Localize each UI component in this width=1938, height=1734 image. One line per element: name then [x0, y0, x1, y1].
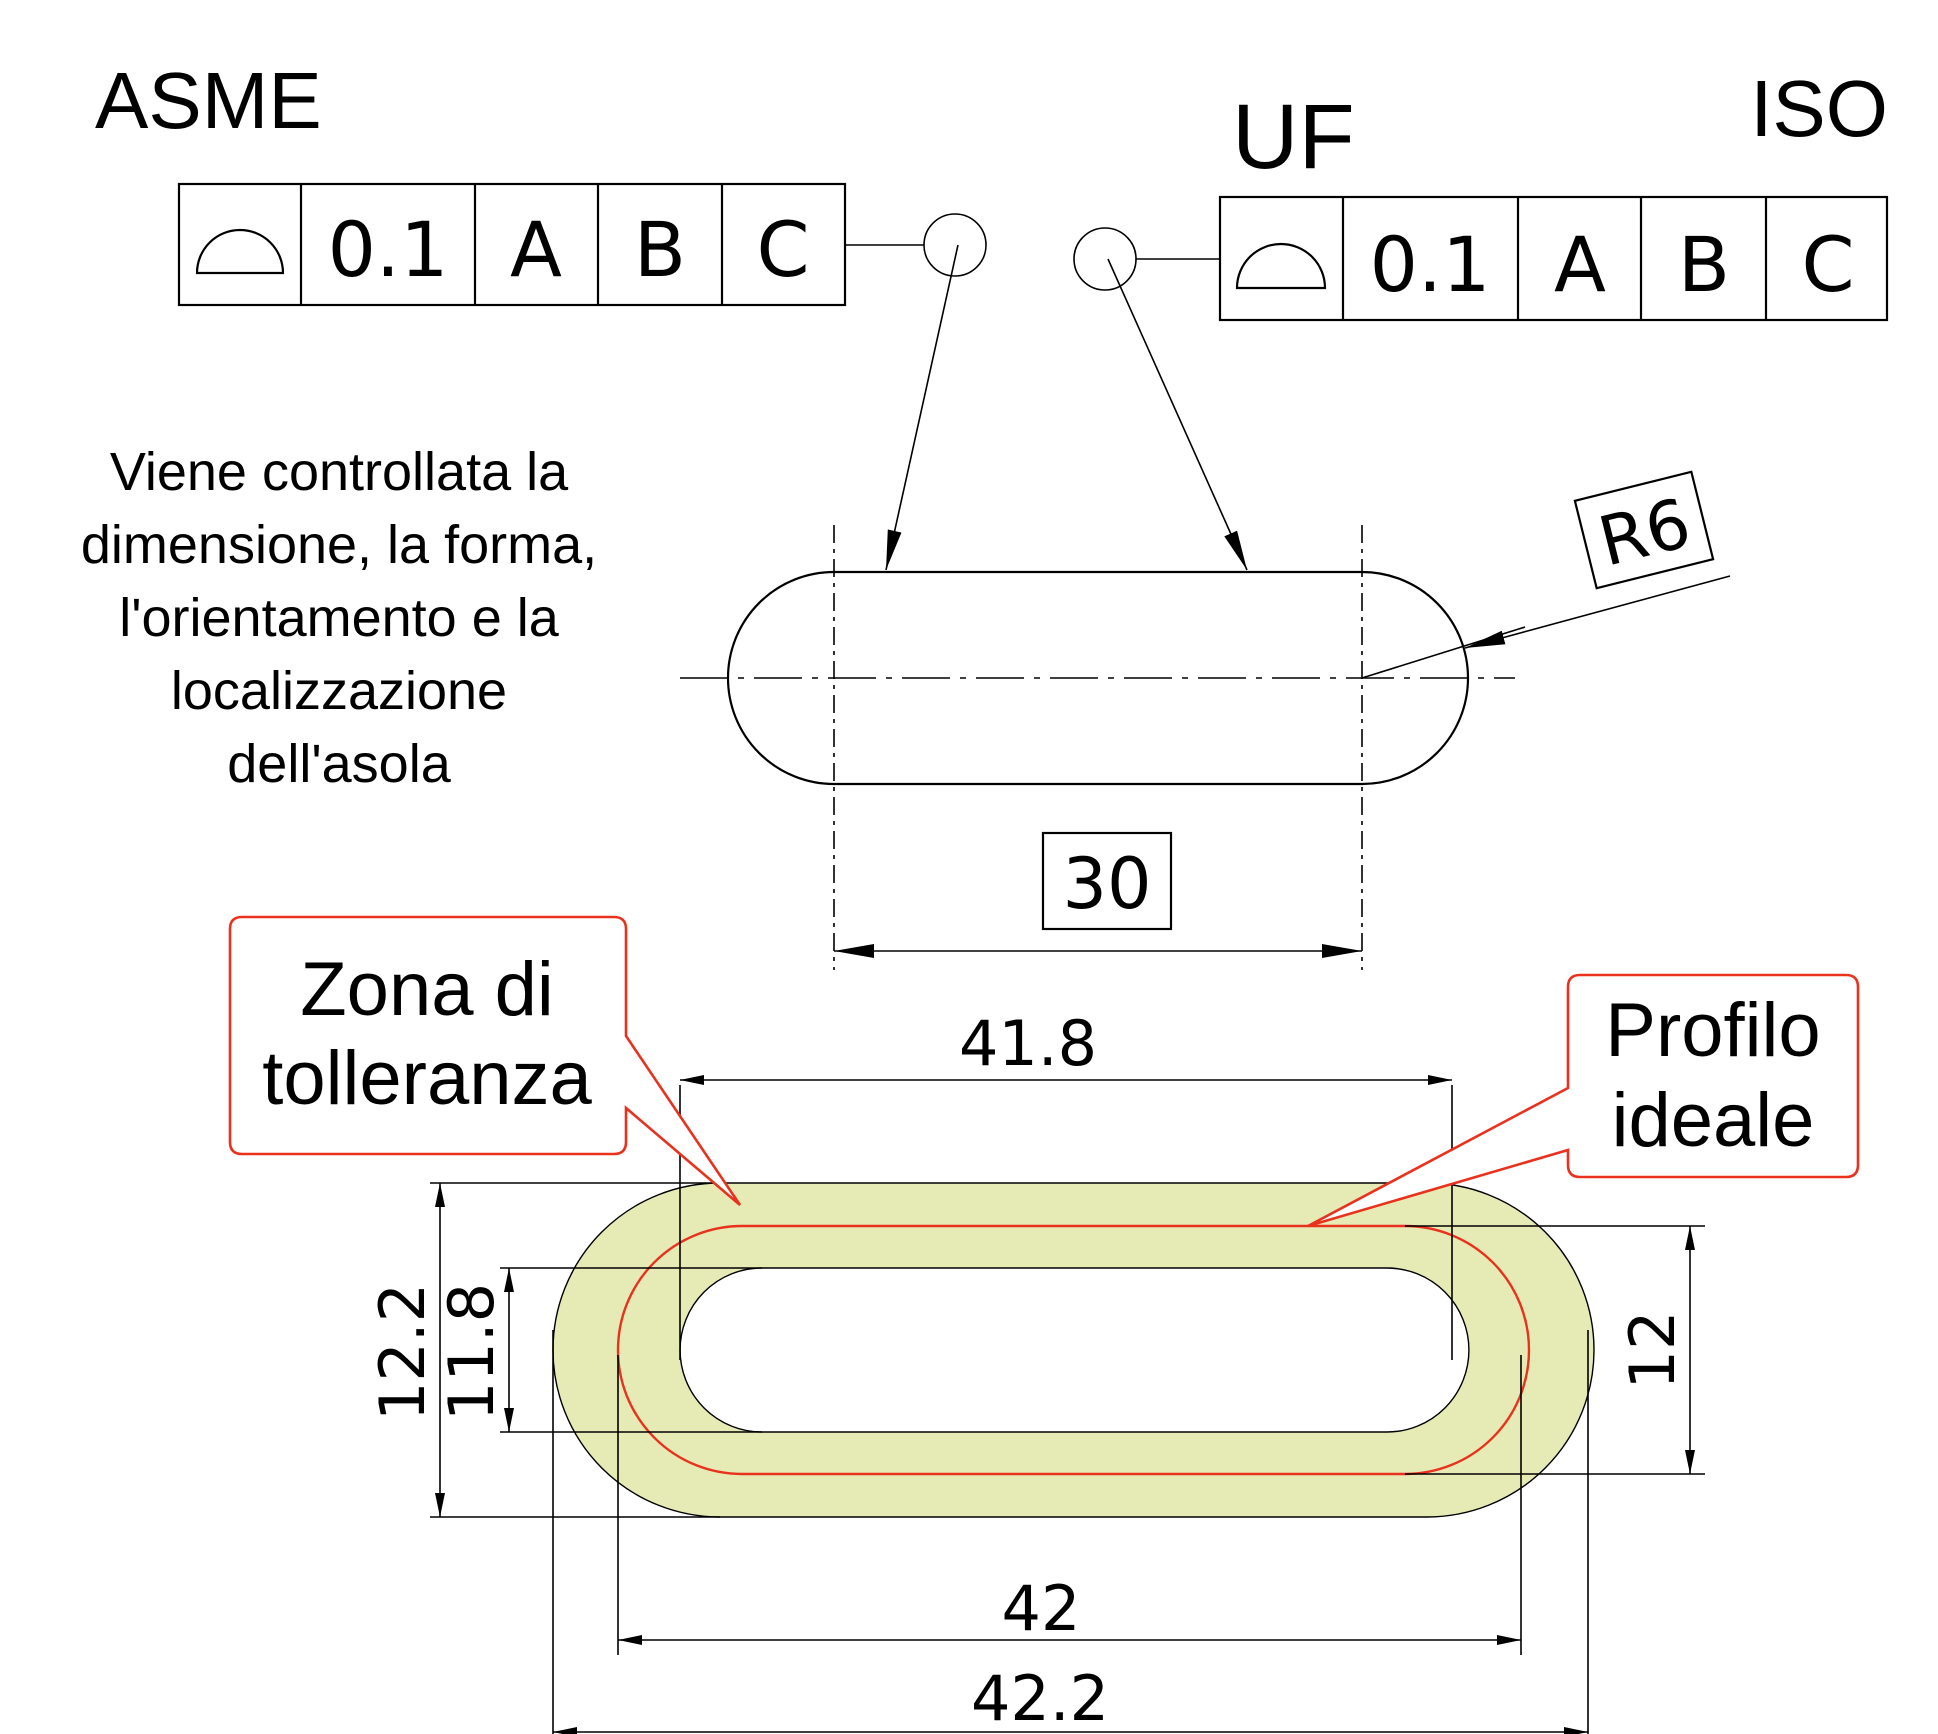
tolerance-zone [552, 1182, 1595, 1518]
asme-label: ASME [95, 56, 322, 145]
basic-30-box [1041, 831, 1173, 931]
svg-text:dimensione, la forma,: dimensione, la forma, [81, 515, 597, 575]
svg-text:Zona di: Zona di [300, 947, 554, 1032]
slot-drawing: 30 R6 [680, 470, 1731, 970]
fcf-iso-datum-c: C [1801, 220, 1854, 309]
uf-label: UF [1232, 86, 1355, 188]
profile-of-surface-icon [195, 228, 285, 275]
svg-text:localizzazione: localizzazione [171, 661, 507, 721]
fcf-iso: 0.1 A B C [1218, 195, 1889, 322]
fcf-iso-datum-a: A [1554, 220, 1606, 309]
description-text: Viene controllata la dimensione, la form… [81, 442, 597, 794]
profile-of-surface-icon [1235, 242, 1327, 290]
dim-12-2-label: 12.2 [366, 1283, 439, 1421]
svg-text:ideale: ideale [1612, 1078, 1815, 1163]
dim-42-2-label: 42.2 [971, 1662, 1109, 1734]
fcf-asme-tolerance: 0.1 [328, 205, 449, 294]
dim-41-8-label: 41.8 [959, 1007, 1097, 1080]
asme-leader-arrow [885, 244, 959, 571]
svg-text:tolleranza: tolleranza [262, 1036, 592, 1121]
dim-12-label: 12 [1616, 1311, 1689, 1390]
svg-text:dell'asola: dell'asola [227, 734, 451, 794]
fcf-asme-datum-a: A [510, 205, 562, 294]
svg-text:Profilo: Profilo [1605, 988, 1820, 1073]
dim-42-label: 42 [1002, 1572, 1081, 1645]
fcf-iso-datum-b: B [1678, 220, 1730, 309]
asme-leader-bubble [923, 213, 987, 277]
iso-leader-bubble [1073, 227, 1137, 291]
r6-leader [1464, 575, 1731, 649]
fcf-asme-frame [177, 182, 847, 307]
fcf-asme-datum-c: C [756, 205, 809, 294]
fcf-iso-tolerance: 0.1 [1370, 220, 1491, 309]
fcf-asme: 0.1 A B C [177, 182, 847, 307]
svg-text:l'orientamento e la: l'orientamento e la [119, 588, 560, 648]
fcf-asme-datum-b: B [634, 205, 686, 294]
slot-outline [726, 570, 1470, 786]
dim-11-8-label: 11.8 [435, 1283, 508, 1421]
iso-label: ISO [1750, 64, 1888, 153]
svg-text:Viene controllata la: Viene controllata la [110, 442, 569, 502]
r6-callout: R6 [1573, 470, 1715, 590]
tolerance-zone-drawing: 41.8 42 42.2 12.2 11.8 12 [366, 1007, 1705, 1734]
basic-30-value: 30 [1062, 843, 1151, 925]
iso-leader-arrow [1107, 258, 1248, 571]
callout-tolerance-zone: Zona di tolleranza [228, 915, 742, 1206]
callout-ideal-profile: Profilo ideale [1307, 973, 1860, 1228]
